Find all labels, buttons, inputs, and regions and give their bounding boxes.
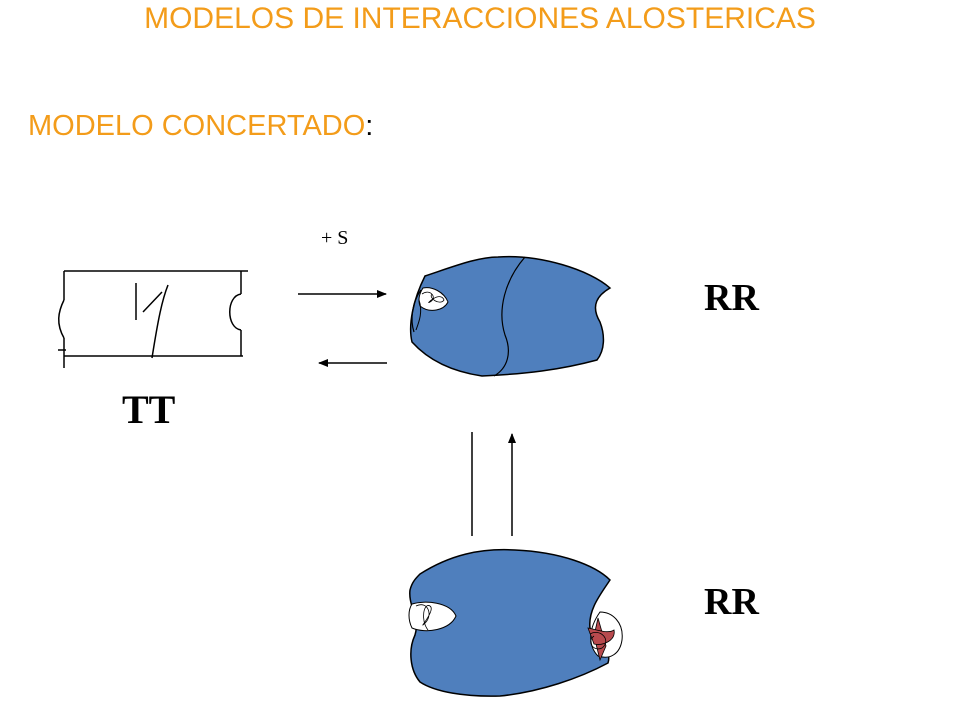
rr-top-protein bbox=[409, 255, 612, 377]
tt-label: TT bbox=[122, 387, 176, 432]
slide-title: MODELOS DE INTERACCIONES ALOSTERICAS bbox=[144, 2, 816, 35]
rr-bottom-label: RR bbox=[704, 581, 759, 623]
substrate-molecule bbox=[587, 617, 615, 662]
tt-state-shape bbox=[58, 270, 248, 368]
binding-site-left bbox=[408, 601, 457, 632]
model-subtitle-colon: : bbox=[365, 110, 374, 142]
substrate-label: + S bbox=[321, 227, 349, 249]
model-subtitle: MODELO CONCERTADO: bbox=[28, 110, 373, 143]
rr-bottom-protein bbox=[408, 548, 623, 697]
rr-top-label: RR bbox=[704, 277, 759, 319]
model-subtitle-text: MODELO CONCERTADO bbox=[28, 110, 366, 142]
